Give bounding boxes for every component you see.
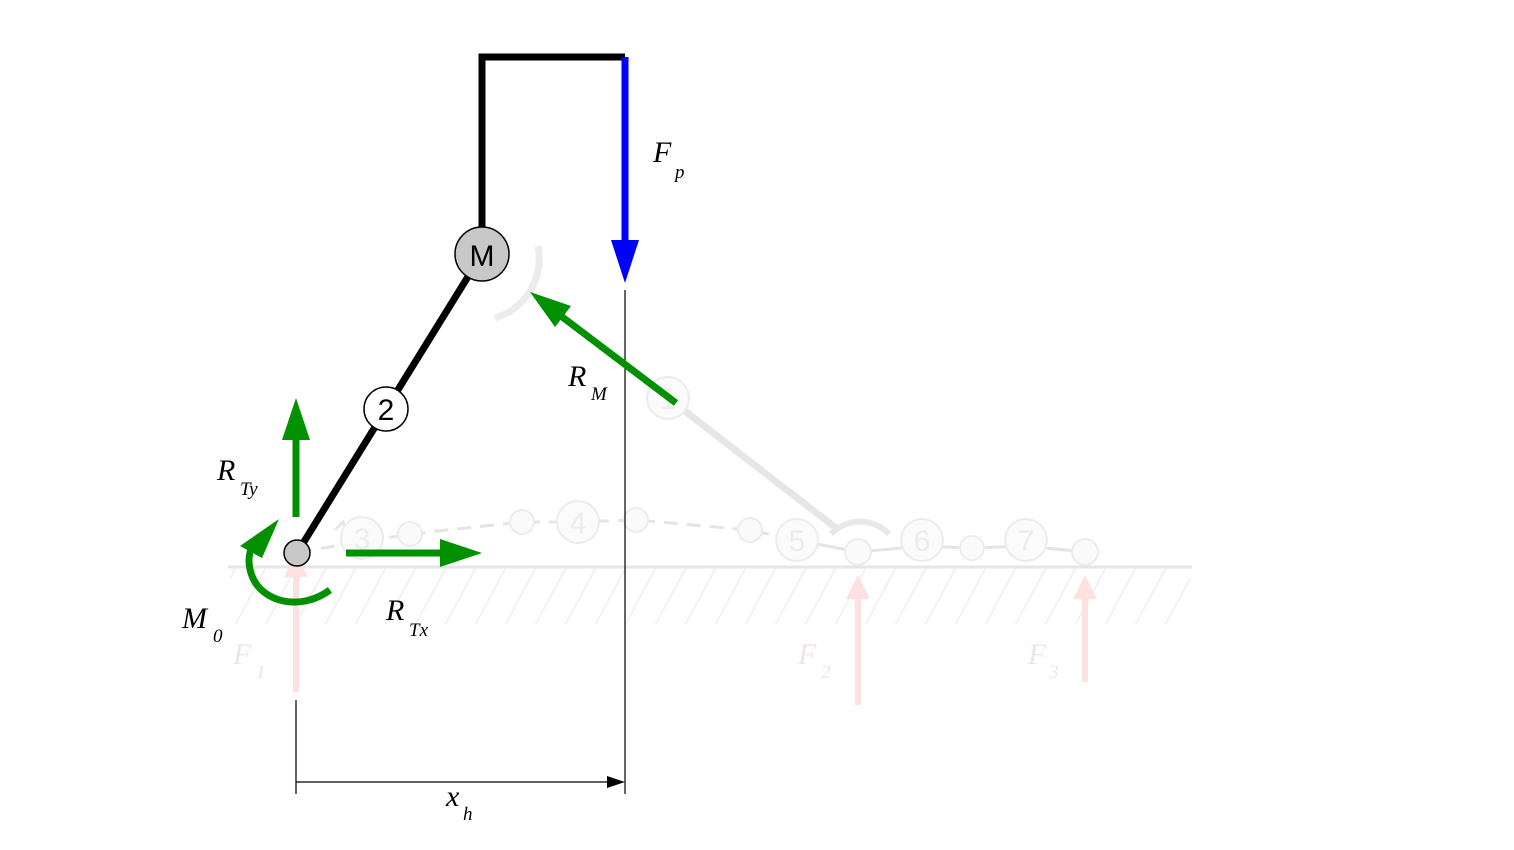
svg-text:3: 3 [354,523,371,556]
force-arrow-fp-head [611,240,639,283]
faded-node-6: 6 [900,518,944,562]
label-fp: F p [652,136,685,183]
faded-node-7: 7 [1004,518,1048,562]
force-arrow-rty-head [282,398,310,440]
svg-text:6: 6 [914,525,931,558]
svg-text:F: F [232,638,252,671]
svg-text:0: 0 [213,626,223,647]
moment-arrow-m0-head [240,519,279,558]
label-m0: M 0 [181,602,223,647]
svg-text:Ty: Ty [240,479,258,500]
svg-text:F: F [1027,638,1047,671]
force-arrow-rm-head [530,292,571,327]
faded-joint [959,535,985,561]
svg-text:M: M [470,240,495,273]
label-rtx: R Tx [385,594,429,641]
svg-text:R: R [385,594,404,627]
svg-text:h: h [463,804,473,825]
faded-link-1 [665,395,839,531]
node-link-2: 2 [363,386,409,432]
upper-frame-link [478,53,625,228]
svg-text:F: F [652,136,672,169]
svg-text:2: 2 [821,662,831,683]
svg-text:x: x [445,780,460,813]
svg-text:Tx: Tx [409,620,429,641]
svg-text:R: R [216,454,235,487]
label-rty: R Ty [216,454,258,500]
faded-joint [737,517,763,543]
svg-text:R: R [567,360,586,393]
faded-joint [623,507,649,533]
force-arrow-rtx-head [440,539,482,567]
dimension-xh-arrowhead [607,776,625,788]
label-rm: R M [567,360,608,405]
faded-joint-arc-bottom [828,518,892,537]
svg-text:M: M [181,602,209,635]
svg-text:3: 3 [1048,662,1059,683]
svg-text:2: 2 [378,394,395,427]
label-f1: F 1 [232,638,266,683]
base-pivot-joint [283,539,311,567]
svg-text:F: F [797,638,817,671]
faded-joint [509,509,535,535]
svg-text:7: 7 [1018,525,1035,558]
faded-joint-arc-top [493,245,543,322]
background-mechanism: 1 3 4 5 6 7 F 1 F 2 [228,245,1192,705]
label-f2: F 2 [797,638,831,683]
motor-node: M [454,226,510,282]
svg-text:4: 4 [570,507,587,540]
svg-text:M: M [590,384,608,405]
faded-joint [1071,538,1099,566]
ground-hatch [230,568,1190,624]
faded-node-5: 5 [775,518,819,562]
faded-node-4: 4 [556,500,600,544]
svg-text:1: 1 [256,662,266,683]
faded-joint [397,521,423,547]
svg-text:p: p [673,162,685,183]
label-xh: x h [445,780,473,825]
svg-text:5: 5 [789,525,806,558]
force-arrow-rm [550,307,679,406]
label-f3: F 3 [1027,638,1059,683]
faded-node-3: 3 [340,516,384,560]
faded-joint [844,538,872,566]
